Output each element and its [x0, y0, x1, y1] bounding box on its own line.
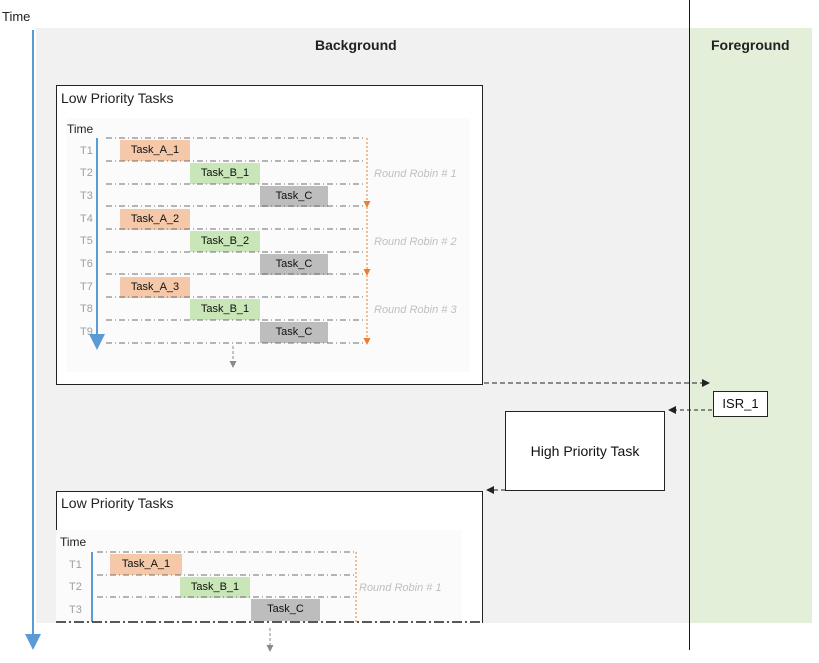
round-robin-label: Round Robin # 1: [374, 168, 457, 180]
foreground-divider: [689, 0, 690, 650]
upper-row-label: T4: [80, 213, 93, 225]
round-robin-label: Round Robin # 3: [374, 304, 457, 316]
upper-row-lines: [106, 137, 366, 344]
isr-box: ISR_1: [713, 391, 768, 417]
task-block-c: Task_C: [260, 186, 328, 207]
upper-box-title: Low Priority Tasks: [61, 90, 174, 106]
task-block-c: Task_C: [260, 322, 328, 343]
upper-row-label: T7: [80, 281, 93, 293]
lower-schedule-time-label: Time: [60, 535, 87, 549]
upper-row-label: T3: [80, 190, 93, 202]
task-block-a: Task_A_3: [120, 277, 190, 298]
lower-row-label: T3: [69, 604, 82, 616]
lower-row-label: T2: [69, 581, 82, 593]
upper-row-label: T6: [80, 258, 93, 270]
upper-schedule-time-label: Time: [67, 122, 94, 136]
task-block-b: Task_B_1: [180, 577, 250, 598]
task-block-a: Task_A_1: [110, 554, 182, 575]
upper-row-label: T2: [80, 167, 93, 179]
foreground-region: [690, 28, 812, 623]
upper-row-label: T8: [80, 303, 93, 315]
task-block-b: Task_B_1: [190, 163, 260, 184]
task-block-b: Task_B_2: [190, 231, 260, 252]
lower-row-lines: [97, 551, 356, 598]
lower-box-title: Low Priority Tasks: [61, 495, 174, 511]
foreground-header: Foreground: [711, 37, 790, 53]
upper-row-label: T1: [80, 145, 93, 157]
round-robin-label: Round Robin # 2: [374, 236, 457, 248]
task-block-b: Task_B_1: [190, 299, 260, 320]
high-priority-task-box: High Priority Task: [505, 411, 665, 491]
task-block-a: Task_A_1: [120, 140, 190, 161]
lower-row-label: T1: [69, 559, 82, 571]
time-axis-label: Time: [2, 9, 31, 24]
round-robin-label: Round Robin # 1: [359, 582, 442, 594]
task-block-c: Task_C: [260, 254, 328, 275]
upper-row-label: T5: [80, 235, 93, 247]
task-block-c: Task_C: [251, 599, 320, 621]
task-block-a: Task_A_2: [120, 209, 190, 230]
background-header: Background: [315, 37, 397, 53]
